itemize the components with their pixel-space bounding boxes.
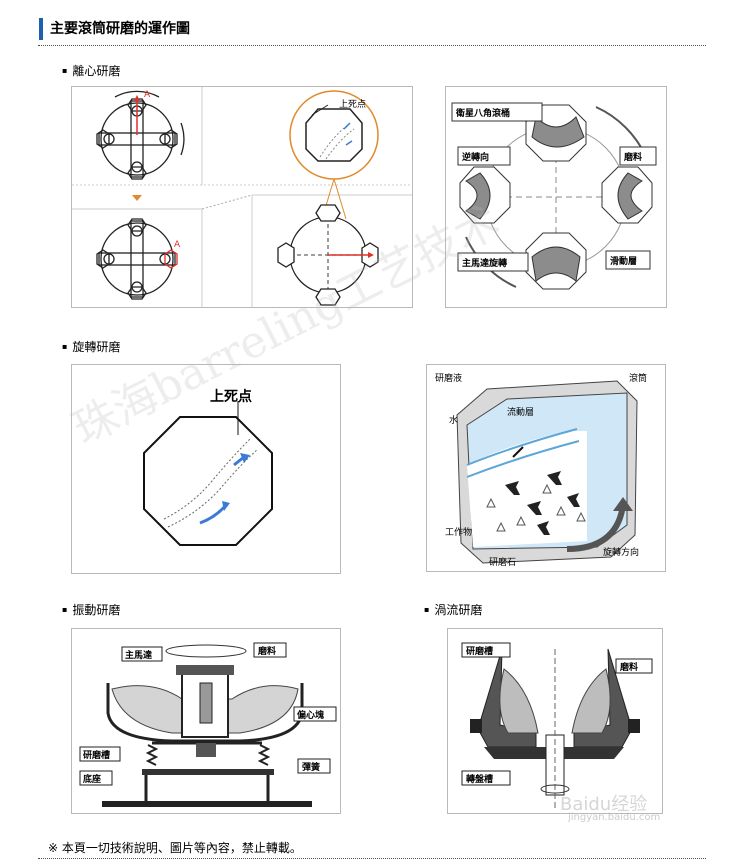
label-slide-layer: 滑動層	[610, 255, 637, 267]
section-label-centrifugal: 離心研磨	[62, 64, 120, 80]
label-turntable: 轉盤槽	[466, 773, 493, 785]
zoom-top-dead-center: 上死点	[339, 99, 366, 110]
label-drum: 滾筒	[629, 372, 647, 384]
footer-copyright-note: ※ 本頁一切技術說明、圖片等內容，禁止轉載。	[48, 841, 302, 855]
label-workpiece: 工作物	[445, 526, 472, 538]
vortex-diagram: 研磨槽 磨料 轉盤槽	[447, 628, 663, 814]
rotary-top-dead-center: 上死点	[210, 388, 252, 405]
label-vib-media: 磨料	[257, 645, 276, 657]
label-vib-motor: 主馬達	[125, 649, 152, 661]
section-label-rotary: 旋轉研磨	[62, 340, 120, 356]
page-title: 主要滾筒研磨的運作圖	[50, 21, 190, 37]
marker-a-top: A	[144, 90, 151, 100]
label-vortex-tank: 研磨槽	[466, 645, 493, 657]
label-vib-tank: 研磨槽	[83, 749, 110, 761]
label-eccentric: 偏心塊	[297, 709, 324, 721]
watermark-baidu: Baidu经验	[560, 794, 648, 815]
label-water: 水	[449, 414, 458, 426]
centrifugal-mechanism-diagram: A A 上死点	[71, 86, 413, 308]
vibratory-diagram: 主馬達 磨料 偏心塊 研磨槽 彈簧 底座	[71, 628, 341, 814]
label-polish-liquid: 研磨液	[435, 372, 462, 384]
label-polish-stone: 研磨石	[489, 557, 516, 568]
watermark-baidu-url: jingyan.baidu.com	[568, 812, 661, 823]
label-media: 磨料	[623, 151, 642, 163]
title-accent-bar	[39, 18, 43, 40]
rotary-octagon-diagram: 上死点	[71, 364, 341, 574]
section-label-vortex: 渦流研磨	[424, 603, 482, 619]
label-rotation-direction: 旋轉方向	[603, 546, 639, 558]
footer-divider	[38, 858, 706, 859]
rotary-drum-diagram: 研磨液 滾筒 水 流動層 工作物 研磨石 旋轉方向	[426, 364, 666, 572]
label-base: 底座	[83, 773, 101, 785]
label-spring: 彈簧	[302, 761, 320, 773]
marker-a-bottom: A	[174, 240, 181, 250]
label-vortex-media: 磨料	[619, 661, 638, 673]
label-satellite-drum: 衛星八角滾桶	[455, 107, 510, 119]
centrifugal-satellite-diagram: 衛星八角滾桶 逆轉向 磨料 主馬達旋轉 滑動層	[445, 86, 667, 308]
section-label-vibratory: 振動研磨	[62, 603, 120, 619]
header-divider	[38, 45, 706, 46]
label-flow-layer: 流動層	[507, 406, 534, 418]
label-main-motor: 主馬達旋轉	[462, 257, 507, 269]
label-reverse: 逆轉向	[462, 151, 489, 163]
